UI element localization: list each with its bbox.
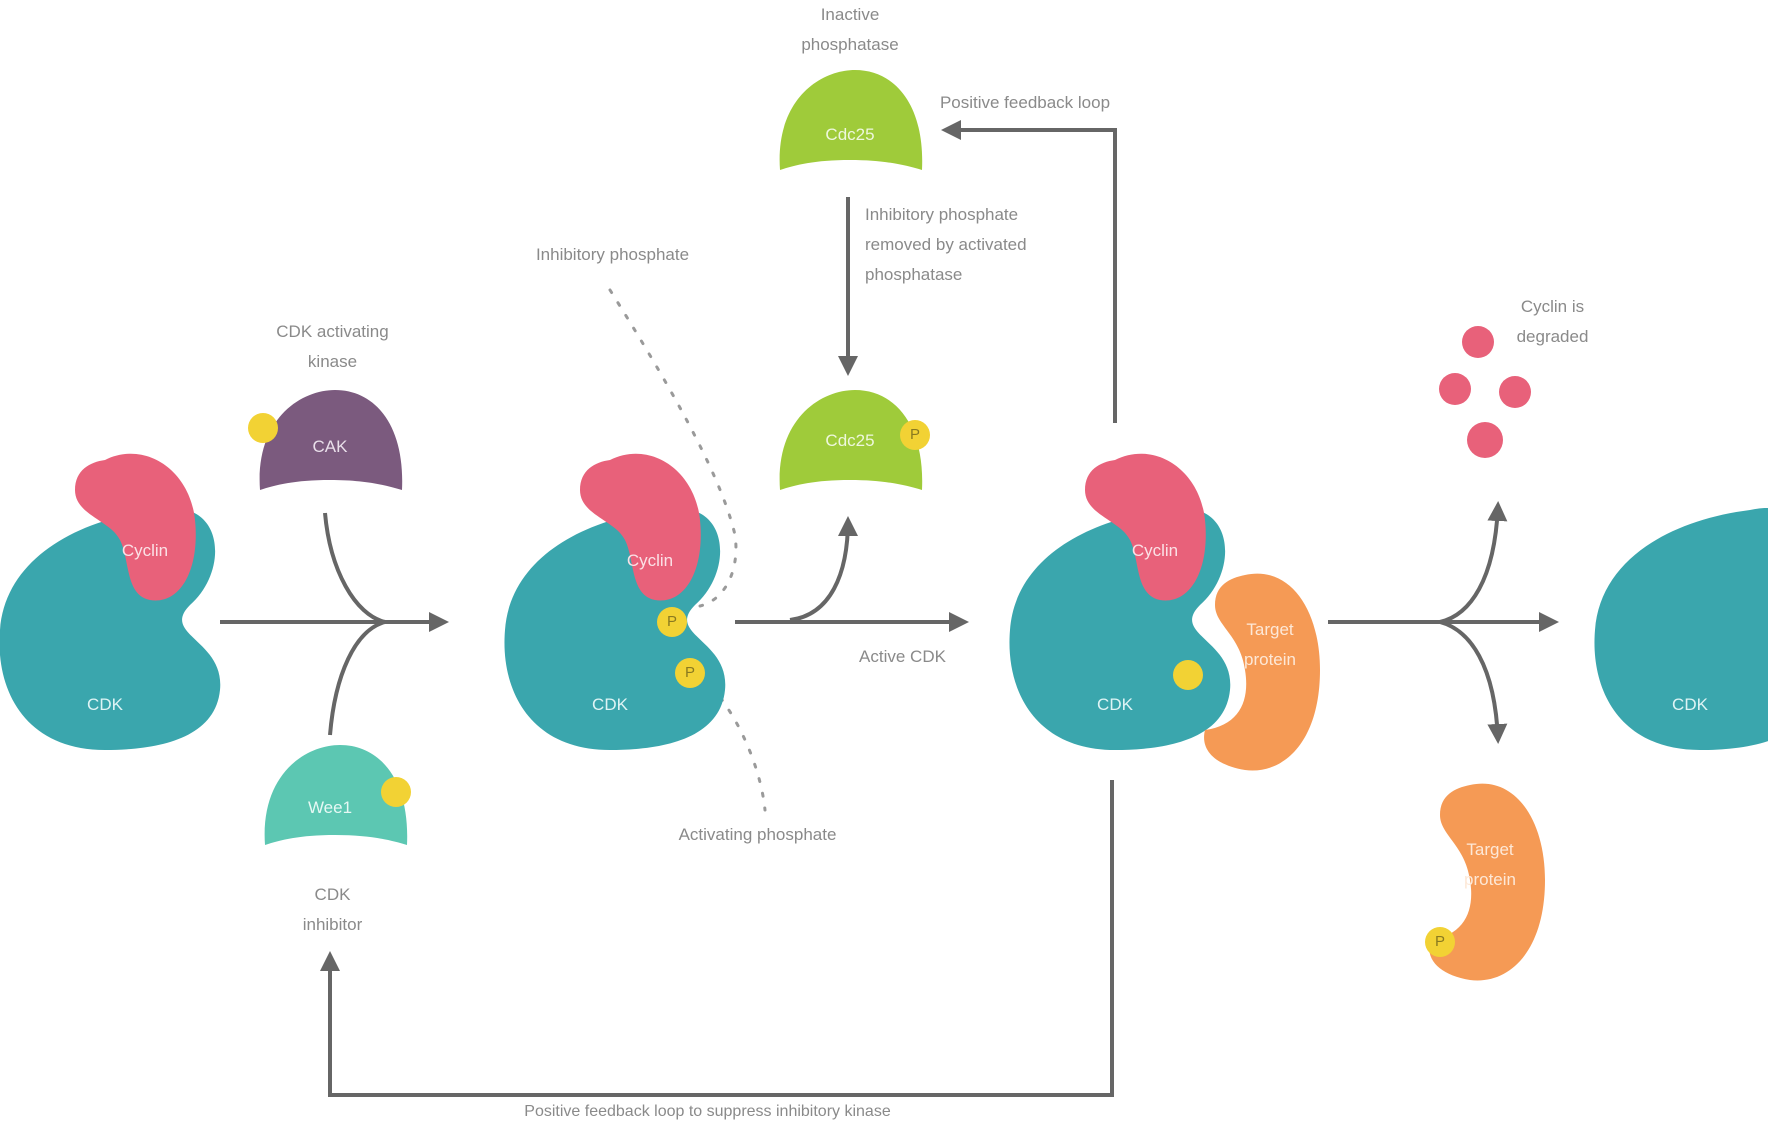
- target-label-2: Target protein: [1464, 840, 1516, 889]
- arrow-to-degraded-cyclin: [1439, 501, 1508, 624]
- arrow-positive-feedback: [941, 120, 1117, 423]
- arrow-wee1-merge: [328, 620, 386, 736]
- cyclin-label-1: Cyclin: [121, 541, 169, 560]
- complex-active-cdk: [1009, 453, 1320, 771]
- cyclin-degraded-label: Cyclin is degraded: [1516, 297, 1589, 346]
- cdk-inhibitor-label: CDK inhibitor: [302, 885, 363, 934]
- arrows: [220, 120, 1559, 1097]
- cdk-label-4: CDK: [1672, 695, 1708, 714]
- cdc25-active-label: Cdc25: [825, 431, 875, 450]
- cdk-label-2: CDK: [592, 695, 628, 714]
- cdc25-active: [779, 390, 930, 490]
- inhibitory-p-label: P: [666, 613, 677, 630]
- activating-phosphate-dot: [675, 658, 705, 688]
- activating-p-label: P: [684, 664, 695, 681]
- target-p-label: P: [1434, 933, 1445, 950]
- inhibitory-removed-label: Inhibitory phosphate removed by activate…: [865, 205, 1027, 284]
- wee1-label: Wee1: [307, 798, 353, 817]
- arrow-to-phospho-target: [1439, 620, 1508, 744]
- cak-phosphate: [248, 413, 278, 443]
- arrow-cdc25-activation: [789, 516, 858, 622]
- cyclin-label-2: Cyclin: [626, 551, 674, 570]
- wee1-kinase: [264, 745, 411, 845]
- inhibitory-phosphate-label: Inhibitory phosphate: [535, 245, 690, 264]
- complex-cdk-cyclin-2: [504, 453, 726, 750]
- degraded-cyclin: [1439, 326, 1531, 458]
- wee1-phosphate: [381, 777, 411, 807]
- bottom-feedback-label: Positive feedback loop to suppress inhib…: [524, 1103, 891, 1120]
- target-protein-phosphorylated: [1425, 783, 1545, 981]
- inactive-phosphatase-label: Inactive phosphatase: [801, 5, 899, 54]
- cak-kinase: [248, 390, 403, 490]
- cdc25-inactive-label: Cdc25: [825, 125, 875, 144]
- inhibitory-phosphate-dot: [657, 607, 687, 637]
- target-phosphate: [1425, 927, 1455, 957]
- cdk-label-1: CDK: [87, 695, 123, 714]
- cdc25-p-label: P: [909, 426, 920, 443]
- cyclin-label-3: Cyclin: [1131, 541, 1179, 560]
- positive-feedback-loop-label: Positive feedback loop: [939, 93, 1111, 112]
- arrow-bottom-feedback: [320, 780, 1114, 1097]
- inhibitory-phosphate-connector: [608, 288, 738, 608]
- arrow-cak-merge: [323, 512, 386, 624]
- cdc25-phosphate: [900, 420, 930, 450]
- cak-label: CAK: [312, 437, 348, 456]
- active-cdk-phosphate: [1173, 660, 1203, 690]
- target-label-1: Target protein: [1244, 620, 1296, 669]
- cdk-label-3: CDK: [1097, 695, 1133, 714]
- active-cdk-label: Active CDK: [859, 647, 946, 666]
- activating-phosphate-label: Activating phosphate: [678, 825, 837, 844]
- cdk-activating-kinase-label: CDK activating kinase: [276, 322, 389, 371]
